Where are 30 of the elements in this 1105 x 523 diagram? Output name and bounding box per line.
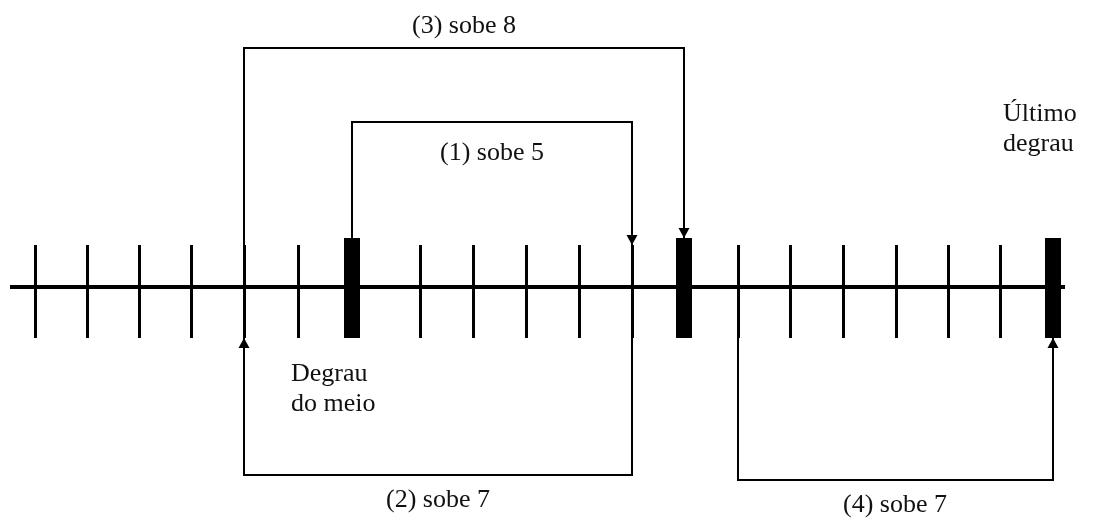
rung	[788, 245, 792, 338]
thick-rung	[344, 238, 360, 338]
arrow	[351, 121, 638, 246]
rung	[998, 245, 1002, 338]
rung	[85, 245, 89, 338]
rung	[946, 245, 950, 338]
rung	[577, 245, 581, 338]
rung	[137, 245, 141, 338]
rung-caption: Último degrau	[1003, 98, 1078, 158]
rung	[242, 245, 246, 338]
thick-rung	[1045, 238, 1061, 338]
rung	[524, 245, 528, 338]
rung-caption: Degrau do meio	[291, 358, 377, 418]
rung	[33, 245, 37, 338]
edge-label: (4) sobe 7	[843, 489, 947, 519]
rung	[471, 245, 475, 338]
edge-label: (3) sobe 8	[412, 10, 516, 40]
rung	[894, 245, 898, 338]
rung	[296, 245, 300, 338]
rung	[630, 245, 634, 338]
rung	[189, 245, 193, 338]
rung	[736, 245, 740, 338]
edge-label: (2) sobe 7	[386, 484, 490, 514]
rung	[841, 245, 845, 338]
rung	[418, 245, 422, 338]
edge-label: (1) sobe 5	[440, 137, 544, 167]
arrow	[243, 47, 690, 246]
arrow	[737, 337, 1059, 481]
arrow	[238, 337, 633, 476]
thick-rung	[676, 238, 692, 338]
